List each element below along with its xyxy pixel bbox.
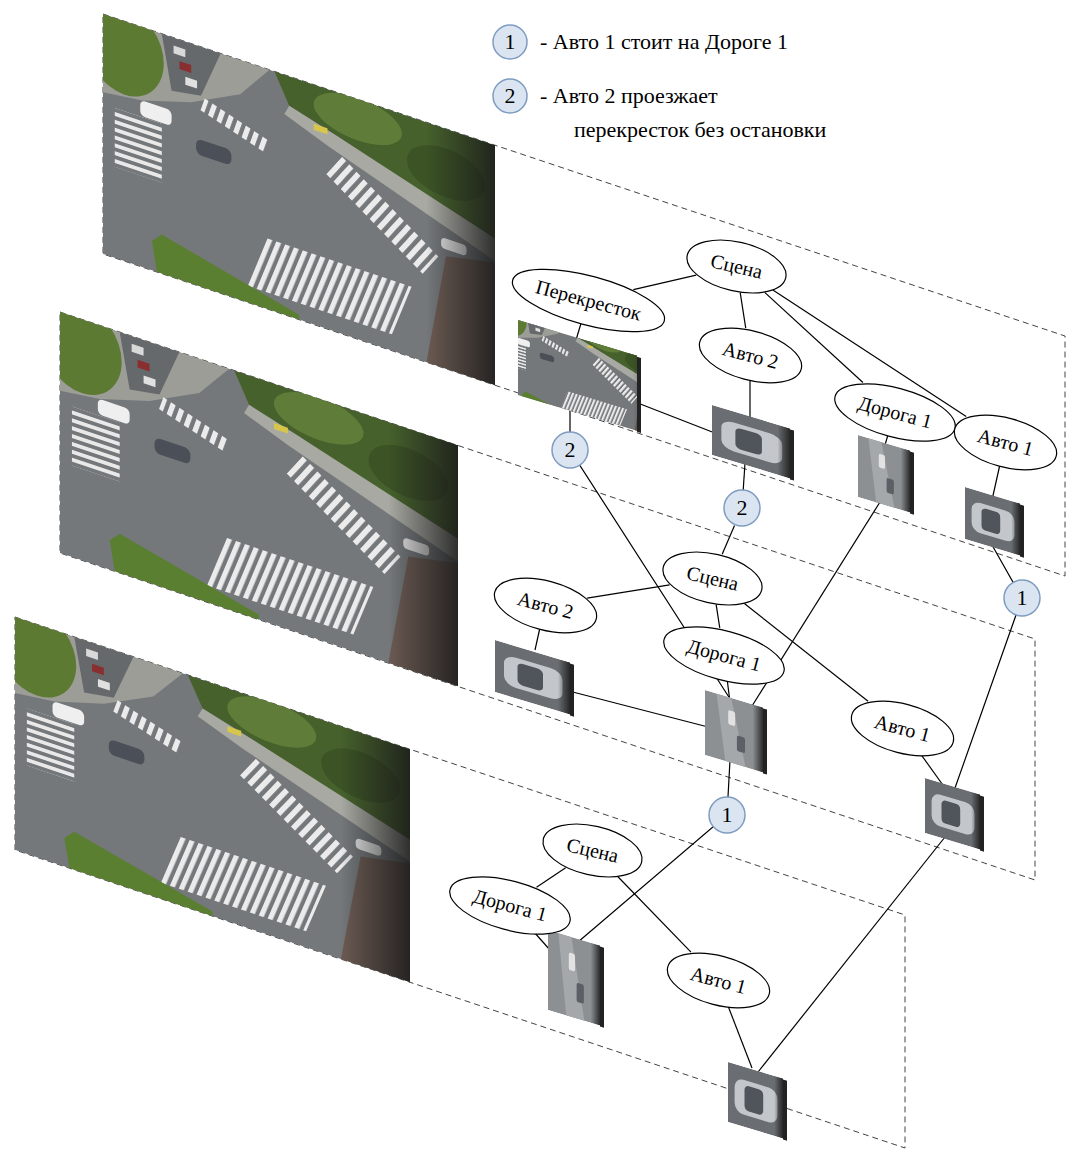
callout-circle: 2 xyxy=(551,431,589,469)
ellipse-shape xyxy=(444,865,576,944)
node-text-box: 1 xyxy=(722,802,733,827)
thumbnail-edge xyxy=(783,1080,787,1141)
legend-text: - Авто 1 стоит на Дороге 1 xyxy=(540,29,788,54)
concept-ellipse: Авто 1 xyxy=(947,404,1064,481)
node-label: 1 xyxy=(1017,585,1028,610)
thumbnail-edge xyxy=(637,357,641,433)
callout-circle: 2 xyxy=(723,489,761,527)
thumbnail-image xyxy=(495,640,570,715)
relation-line xyxy=(955,545,1022,788)
thumbnail-edge xyxy=(980,796,984,852)
circle-shape xyxy=(552,432,588,468)
thumbnail xyxy=(728,1062,787,1141)
callout-number: 1 xyxy=(505,29,516,54)
concept-ellipse: Сцена xyxy=(656,542,768,615)
concept-ellipse: Сцена xyxy=(680,230,792,303)
thumbnail xyxy=(495,640,574,717)
thumbnail xyxy=(712,405,794,481)
relation-line xyxy=(630,400,720,435)
relation-line xyxy=(565,690,712,728)
concept-ellipse: Дорога 1 xyxy=(657,614,792,696)
ellipse-shape xyxy=(506,256,670,344)
connector-line xyxy=(618,877,691,952)
circle-shape xyxy=(709,797,745,833)
node-text-box: 2 xyxy=(737,495,748,520)
callout-number: 2 xyxy=(505,83,516,108)
thumbnail-edge xyxy=(763,708,767,774)
legend-text: - Авто 2 проезжает перекресток без остан… xyxy=(540,83,826,142)
thumbnail-image xyxy=(925,778,980,850)
thumbnail xyxy=(548,930,604,1028)
node-label: 1 xyxy=(722,802,733,827)
legend-entry: - Авто 1 стоит на Дороге 1 xyxy=(540,25,954,59)
circle-shape xyxy=(724,490,760,526)
thumbnail-image xyxy=(728,1062,783,1139)
camera-photo xyxy=(0,597,410,983)
thumbnail-image xyxy=(965,487,1020,556)
ellipse-shape xyxy=(693,318,807,393)
concept-ellipse: Авто 2 xyxy=(487,567,604,644)
thumbnail xyxy=(858,435,914,515)
circle-shape xyxy=(1004,580,1040,616)
relation-line xyxy=(758,837,945,1072)
ellipse-shape xyxy=(829,372,961,451)
thumbnail-edge xyxy=(570,664,574,717)
thumbnail-image xyxy=(705,690,763,772)
connector-line xyxy=(633,275,696,289)
concept-ellipse: Перекресток xyxy=(505,255,672,345)
callout-circle: 1 xyxy=(708,796,746,834)
ellipse-shape xyxy=(537,815,646,885)
thumbnail-image xyxy=(858,435,910,513)
thumbnail xyxy=(925,778,984,852)
camera-photo xyxy=(42,291,458,686)
legend-circle xyxy=(493,79,527,113)
concept-ellipse: Авто 1 xyxy=(844,690,961,767)
camera-photo xyxy=(85,0,495,385)
leader-lines xyxy=(510,300,1022,1072)
node-label: 2 xyxy=(565,437,576,462)
concept-ellipse: Дорога 1 xyxy=(828,371,963,453)
concept-ellipse: Сцена xyxy=(536,814,648,887)
thumbnail-edge xyxy=(600,947,604,1028)
thumbnail-edge xyxy=(910,452,914,515)
ellipse-shape xyxy=(845,691,959,766)
thumbnail-edge xyxy=(790,429,794,480)
connector-line xyxy=(722,525,734,554)
ellipse-shape xyxy=(658,615,790,694)
concept-ellipse: Авто 2 xyxy=(692,317,809,394)
ellipse-shape xyxy=(488,568,602,643)
thumbnail-edge xyxy=(1020,505,1024,558)
connector-line xyxy=(716,605,720,628)
thumbnail-image xyxy=(712,405,790,478)
node-text-box: 2 xyxy=(565,437,576,462)
node-text-box: 1 xyxy=(1017,585,1028,610)
concept-ellipse: Дорога 1 xyxy=(443,864,578,946)
ellipse-shape xyxy=(681,231,790,301)
ellipse-shape xyxy=(948,405,1062,480)
thumbnail xyxy=(705,690,767,775)
thumbnail-image xyxy=(548,930,600,1026)
connector-line xyxy=(587,585,669,598)
legend-entry: - Авто 2 проезжает перекресток без остан… xyxy=(540,79,954,147)
connector-line xyxy=(740,293,746,328)
node-label: 2 xyxy=(737,495,748,520)
concept-ellipse: Авто 1 xyxy=(660,942,777,1019)
connector-line xyxy=(537,868,566,888)
callout-circle: 1 xyxy=(1003,579,1041,617)
legend-circle xyxy=(493,25,527,59)
thumbnail xyxy=(965,487,1024,558)
ellipse-shape xyxy=(657,543,766,613)
connectors xyxy=(537,275,967,952)
ellipse-shape xyxy=(661,943,775,1018)
